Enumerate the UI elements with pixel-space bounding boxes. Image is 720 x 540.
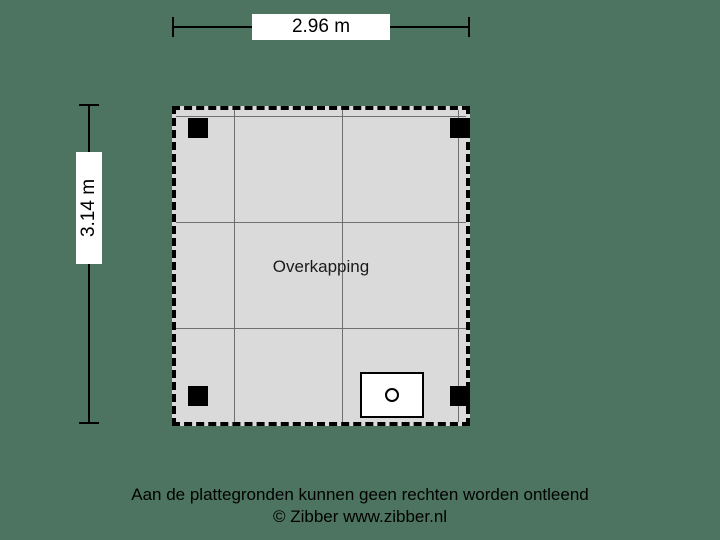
dimension-width: 2.96 m <box>172 14 470 40</box>
grid-line-horizontal <box>176 328 466 329</box>
footer-disclaimer: Aan de plattegronden kunnen geen rechten… <box>0 484 720 528</box>
grid-line-vertical <box>458 110 459 422</box>
footer-line-2: © Zibber www.zibber.nl <box>272 507 448 526</box>
grid-line-vertical <box>342 110 343 422</box>
support-post <box>188 118 208 138</box>
grid-line-horizontal <box>176 116 466 117</box>
support-post <box>188 386 208 406</box>
support-post <box>450 386 470 406</box>
fixture-circle-icon <box>385 388 399 402</box>
dimension-height-label: 3.14 m <box>76 152 102 264</box>
dimension-width-tick-left <box>172 17 174 37</box>
dimension-width-label: 2.96 m <box>252 14 390 40</box>
floorplan-area: Overkapping <box>172 106 470 426</box>
fixture-symbol <box>360 372 424 418</box>
dimension-height-line <box>88 104 90 424</box>
dimension-height-tick-top <box>79 104 99 106</box>
dimension-width-tick-right <box>468 17 470 37</box>
support-post <box>450 118 470 138</box>
dimension-height: 3.14 m <box>76 104 102 424</box>
footer-line-1: Aan de plattegronden kunnen geen rechten… <box>131 485 589 504</box>
room-label: Overkapping <box>272 257 370 276</box>
dimension-height-tick-bottom <box>79 422 99 424</box>
grid-line-horizontal <box>176 222 466 223</box>
grid-line-vertical <box>234 110 235 422</box>
